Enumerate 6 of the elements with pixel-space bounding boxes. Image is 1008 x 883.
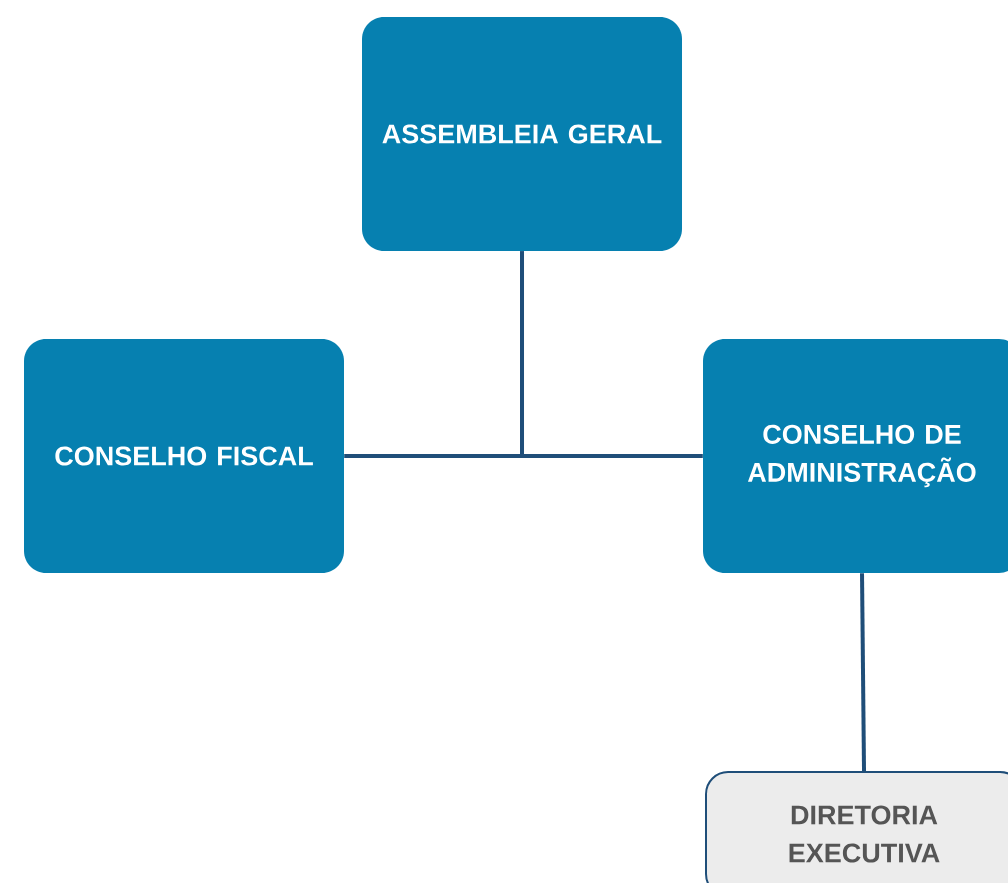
process-box: CONSELHO DE ADMINISTRAÇÃO [703,339,1008,573]
process-box: DIRETORIA EXECUTIVA [705,771,1008,883]
connector-line [860,573,866,772]
connector-line [520,251,703,458]
process-box: ASSEMBLEIA GERAL [362,17,682,251]
process-box: CONSELHO FISCAL [24,339,344,573]
